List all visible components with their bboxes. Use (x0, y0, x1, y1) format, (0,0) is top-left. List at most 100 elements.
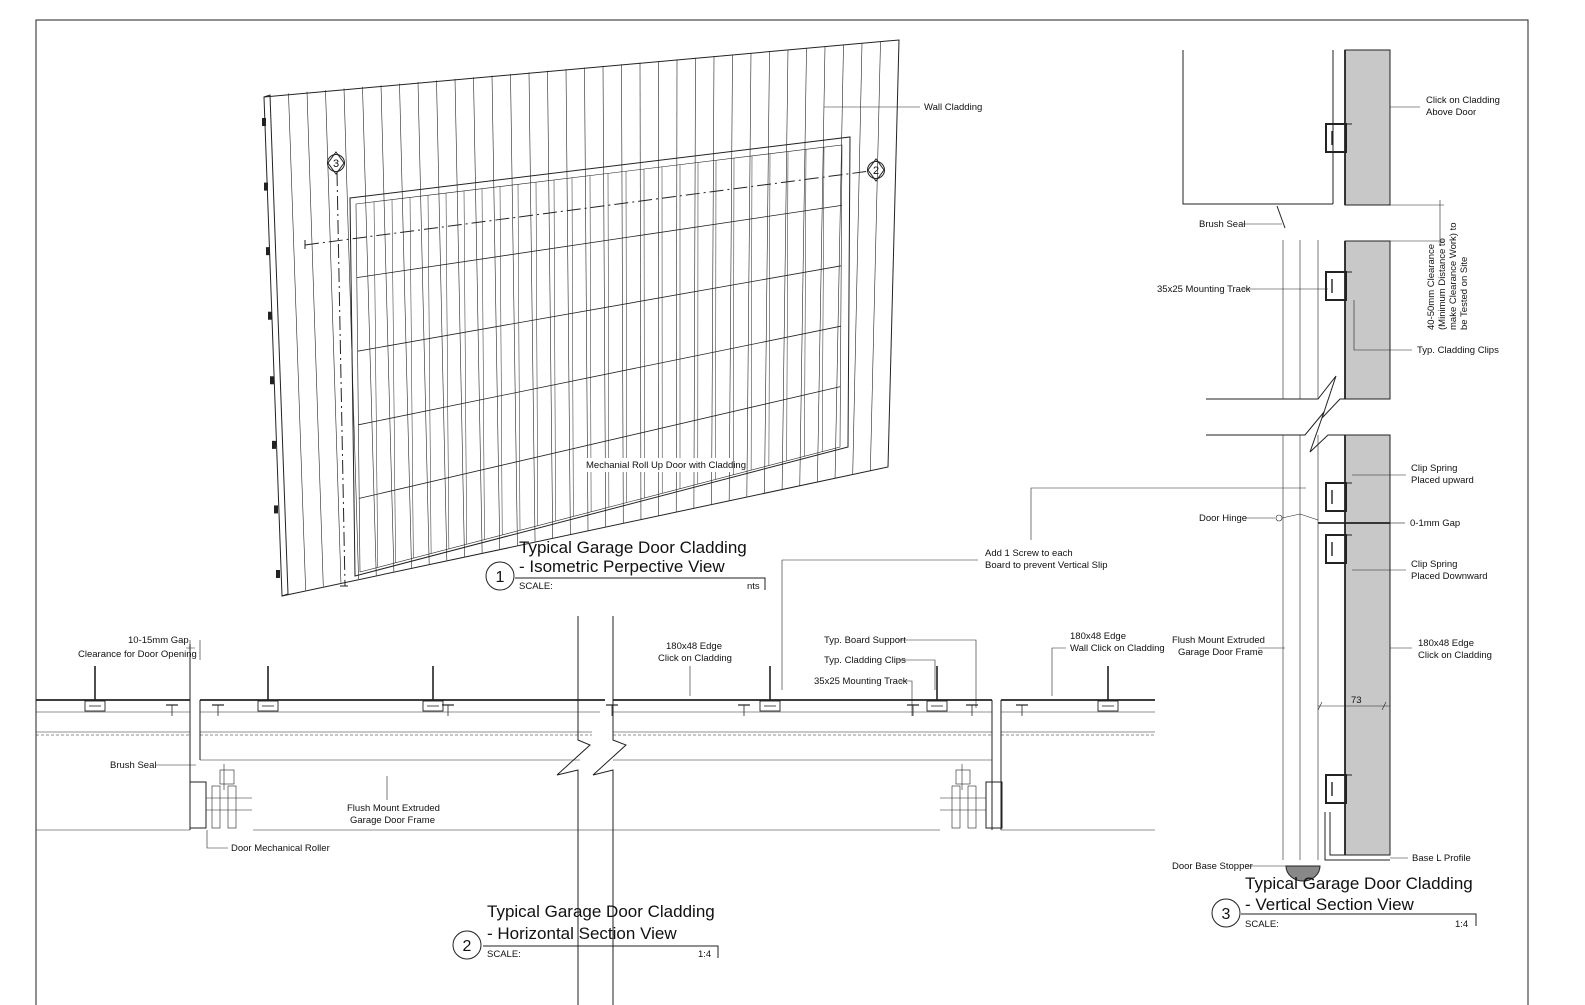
leader-gap (186, 640, 201, 660)
label-screw-line1: Add 1 Screw to each (985, 548, 1073, 559)
break-line-lower (1206, 411, 1390, 453)
screw (212, 704, 224, 716)
label-clips-h: Typ. Cladding Clips (824, 655, 906, 666)
gap-left-jamb (189, 644, 201, 830)
cladding-boards (36, 699, 1155, 831)
door-opening (349, 136, 851, 577)
horizontal-section-view: 10-15mm Gap Clearance for Door Opening B… (36, 487, 1306, 1005)
clip (1325, 774, 1352, 804)
label-clearance-line4: be Tested on Site (1459, 257, 1470, 330)
dimension-line-73 (1317, 701, 1390, 711)
cladding-above-door (1344, 49, 1391, 206)
label-roller: Door Mechanical Roller (231, 843, 330, 854)
roller-right (940, 764, 1003, 829)
wall-cladding-ribs (262, 41, 881, 591)
scale-value-1: nts (747, 581, 760, 592)
view-number-circle-2 (452, 930, 482, 960)
dimension-clearance (1390, 200, 1444, 246)
clip (84, 666, 106, 712)
screw (442, 704, 454, 716)
leader-track-h (900, 680, 913, 716)
label-hinge: Door Hinge (1199, 513, 1247, 524)
cladding-door-lower (1344, 434, 1391, 856)
wall-edge (263, 94, 289, 597)
section-line-2 (304, 170, 871, 246)
view-number-2: 2 (463, 938, 472, 955)
label-door-backdrop (583, 458, 731, 472)
clip (1325, 534, 1352, 564)
clip (422, 666, 444, 712)
roller-left (189, 764, 252, 829)
section-marker-2-label: 2 (873, 165, 879, 177)
title-underline-1 (515, 577, 766, 590)
clip (1325, 123, 1352, 153)
vertical-cladding-clips (1325, 123, 1352, 804)
clip (1325, 271, 1352, 301)
clip (1325, 482, 1352, 512)
label-spring-down-line2: Placed Downward (1411, 571, 1488, 582)
section-marker-3: 3 (327, 151, 345, 175)
isometric-view: 3 2 Wall Cladding Mechanial Roll Up Door… (262, 39, 982, 597)
clip (257, 666, 279, 712)
scale-label-1: SCALE: (519, 581, 553, 592)
label-stopper: Door Base Stopper (1172, 861, 1253, 872)
scale-label-3: SCALE: (1245, 919, 1279, 930)
label-track-h: 35x25 Mounting Track (814, 676, 908, 687)
break-line-right (592, 616, 627, 1005)
label-above-door-line2: Above Door (1426, 107, 1476, 118)
horizontal-cladding-clips (84, 666, 1119, 716)
view-number-circle-1 (485, 561, 515, 591)
clip (1097, 666, 1119, 712)
door-base-stopper (1285, 865, 1321, 882)
view-number-3: 3 (1222, 906, 1231, 923)
door-frame-verticals (1282, 240, 1319, 860)
screw (606, 704, 618, 716)
view-title-2-line2: - Horizontal Section View (487, 924, 677, 943)
leader-board-support (898, 639, 977, 708)
label-frame-h-line2: Garage Door Frame (350, 815, 435, 826)
wall-cladding-panel (263, 39, 900, 597)
label-gap-line1: 10-15mm Gap (128, 635, 189, 646)
label-frame-v-line1: Flush Mount Extruded (1172, 635, 1265, 646)
label-gap-line2: Clearance for Door Opening (78, 649, 197, 660)
label-edge-v-line2: Click on Cladding (1418, 650, 1492, 661)
base-l-profile (1324, 812, 1390, 861)
label-clearance-line2: (Minimum Distance to (1437, 238, 1448, 330)
title-underline-3 (1241, 913, 1477, 926)
section-line-3 (336, 171, 346, 587)
door-head (1182, 50, 1334, 205)
label-brush-seal-v: Brush Seal (1199, 219, 1245, 230)
label-board-support: Typ. Board Support (824, 635, 906, 646)
cladding-door-upper (1344, 240, 1391, 400)
label-spring-up-line2: Placed upward (1411, 475, 1474, 486)
label-frame-v-line2: Garage Door Frame (1178, 647, 1263, 658)
label-spring-down-line1: Clip Spring (1411, 559, 1457, 570)
screw (907, 704, 919, 716)
label-edge-click-line1: 180x48 Edge (666, 641, 722, 652)
scale-value-2: 1:4 (698, 949, 711, 960)
title-underline-2 (483, 945, 719, 958)
dimension-73: 73 (1351, 695, 1362, 706)
screw (1016, 704, 1028, 716)
label-screw-line2: Board to prevent Vertical Slip (985, 560, 1108, 571)
view-title-3-line1: Typical Garage Door Cladding (1245, 874, 1473, 893)
view-title-1-line2: - Isometric Perpective View (519, 557, 725, 576)
view-title-3-line2: - Vertical Section View (1245, 895, 1415, 914)
view-title-1-line1: Typical Garage Door Cladding (519, 538, 747, 557)
section-marker-2: 2 (867, 158, 885, 182)
label-brush-seal-h: Brush Seal (110, 760, 156, 771)
break-line-left (556, 616, 591, 1005)
leader-wall-click (1051, 647, 1066, 696)
screw (166, 704, 178, 716)
vertical-section-view: 73 Click on Cladding Above Door Brush Se… (1157, 49, 1500, 930)
label-wall-cladding: Wall Cladding (924, 102, 982, 113)
label-spring-up-line1: Clip Spring (1411, 463, 1457, 474)
label-wall-click-line1: 180x48 Edge (1070, 631, 1126, 642)
label-frame-h-line1: Flush Mount Extruded (347, 803, 440, 814)
scale-value-3: 1:4 (1455, 919, 1468, 930)
label-track-v: 35x25 Mounting Track (1157, 284, 1251, 295)
gap-right-jamb (991, 700, 1002, 830)
label-wall-click-line2: Wall Click on Cladding (1070, 643, 1165, 654)
label-edge-v-line1: 180x48 Edge (1418, 638, 1474, 649)
